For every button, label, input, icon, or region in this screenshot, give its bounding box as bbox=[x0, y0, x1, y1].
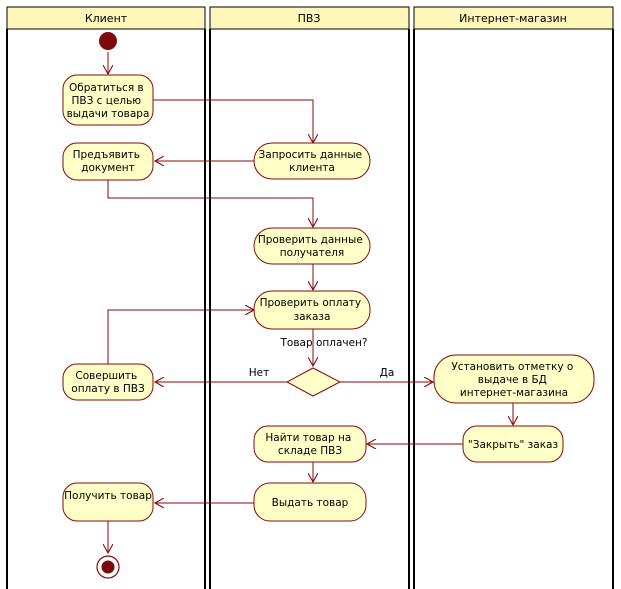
lane-title-pvz: ПВЗ bbox=[298, 12, 321, 25]
svg-text:"Закрыть" заказ: "Закрыть" заказ bbox=[468, 439, 558, 451]
lane-client: Клиент bbox=[6, 6, 206, 589]
lane-shop: Интернет-магазин bbox=[413, 6, 614, 589]
activity-check-payment: Проверить оплату заказа bbox=[253, 290, 371, 330]
initial-node bbox=[99, 32, 117, 50]
activity-check-data-line-1: Проверить данные bbox=[258, 234, 363, 246]
edge-pay-checkpay bbox=[107, 310, 254, 364]
final-node bbox=[96, 555, 120, 579]
guard-yes-label: Да bbox=[380, 367, 395, 379]
edge-present-checkdata bbox=[107, 180, 313, 227]
activity-check-data: Проверить данные получателя bbox=[253, 227, 371, 265]
activity-request-line-2: клиента bbox=[289, 162, 335, 174]
activity-receive-line-1: Получить товар bbox=[64, 490, 152, 502]
svg-text:Предъявить документ: Предъявить документ bbox=[73, 149, 144, 174]
activity-check-data-line-2: получателя bbox=[280, 247, 344, 259]
activity-find-line-1: Найти товар на bbox=[265, 432, 351, 444]
svg-text:Обратиться в ПВЗ с целью: Обратиться в ПВЗ с целью выдачи товара bbox=[67, 82, 150, 120]
activity-mark-line-1: Установить отметку о bbox=[451, 361, 573, 373]
activity-check-payment-line-2: заказа bbox=[294, 311, 331, 323]
decision-node bbox=[285, 367, 342, 397]
activity-mark-line-2: выдаче в БД bbox=[478, 374, 547, 386]
activity-request-line-1: Запросить данные bbox=[259, 149, 363, 161]
activity-present: Предъявить документ bbox=[62, 142, 154, 181]
activity-issue-line-1: Выдать товар bbox=[272, 497, 349, 509]
svg-text:Проверить данные получат: Проверить данные получателя bbox=[258, 234, 366, 259]
activity-check-payment-line-1: Проверить оплату bbox=[260, 297, 362, 309]
lane-title-client: Клиент bbox=[85, 12, 128, 25]
activity-present-line-1: Предъявить bbox=[73, 149, 140, 161]
svg-text:Выдать товар: Выдать товар bbox=[272, 497, 349, 509]
decision-question: Товар оплачен? bbox=[280, 337, 368, 349]
lane-title-shop: Интернет-магазин bbox=[459, 12, 567, 25]
activity-request: Запросить данные клиента bbox=[253, 142, 371, 180]
edge-apply-request bbox=[153, 99, 313, 143]
svg-text:Установить отметку о выд: Установить отметку о выдаче в БД интерне… bbox=[451, 361, 576, 399]
activity-issue: Выдать товар bbox=[253, 482, 367, 522]
lane-pvz: ПВЗ bbox=[209, 6, 410, 589]
svg-text:Найти товар на складе ПВ: Найти товар на складе ПВЗ bbox=[265, 432, 354, 457]
activity-mark: Установить отметку о выдаче в БД интерне… bbox=[433, 354, 595, 404]
activity-find-line-2: складе ПВЗ bbox=[278, 445, 342, 457]
activity-pay: Совершить оплату в ПВЗ bbox=[62, 363, 154, 401]
activity-apply-line-3: выдачи товара bbox=[67, 108, 150, 120]
activity-receive: Получить товар bbox=[62, 482, 154, 522]
svg-text:Запросить данные клиента: Запросить данные клиента bbox=[259, 149, 366, 174]
activity-mark-line-3: интернет-магазина bbox=[460, 387, 568, 399]
activity-apply: Обратиться в ПВЗ с целью выдачи товара bbox=[62, 74, 154, 126]
activity-find: Найти товар на складе ПВЗ bbox=[253, 425, 367, 463]
svg-text:Получить товар: Получить товар bbox=[64, 490, 152, 502]
activity-pay-line-2: оплату в ПВЗ bbox=[71, 383, 145, 395]
swimlanes: Клиент ПВЗ Интернет-магазин bbox=[6, 6, 614, 589]
guard-no-label: Нет bbox=[249, 367, 269, 379]
activity-apply-line-1: Обратиться в bbox=[69, 82, 144, 94]
activity-pay-line-1: Совершить bbox=[75, 370, 137, 382]
activity-close: "Закрыть" заказ bbox=[462, 425, 564, 463]
activity-close-line-1: "Закрыть" заказ bbox=[468, 439, 558, 451]
activity-apply-line-2: ПВЗ с целью bbox=[72, 95, 142, 107]
svg-text:Проверить оплату заказа: Проверить оплату заказа bbox=[260, 297, 365, 323]
edges bbox=[108, 52, 513, 553]
activity-present-line-2: документ bbox=[81, 162, 135, 174]
svg-text:Совершить оплату в ПВЗ: Совершить оплату в ПВЗ bbox=[71, 370, 145, 395]
